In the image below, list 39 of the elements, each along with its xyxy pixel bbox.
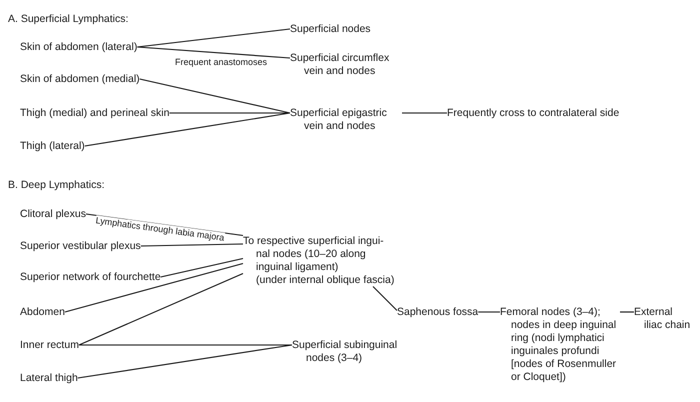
lymph-node-label: External iliac chain — [634, 306, 692, 332]
source-region-label: Skin of abdomen (lateral) — [20, 40, 138, 54]
lymph-node-label: Superficial circumflex vein and nodes — [290, 52, 402, 78]
connector-line — [140, 78, 290, 114]
anatomic-site-label: Saphenous fossa — [397, 306, 478, 318]
connector-line — [372, 286, 398, 311]
connector-line — [160, 258, 244, 278]
source-region-label: Thigh (medial) and perineal skin — [20, 106, 170, 120]
connector-line — [78, 344, 292, 346]
section-heading: B. Deep Lymphatics: — [8, 178, 104, 192]
location-note: (under internal oblique fascia) — [255, 274, 396, 286]
connector-line — [86, 213, 244, 236]
section-heading: A. Superficial Lymphatics: — [8, 12, 128, 26]
edge-label: Frequent anastomoses — [174, 57, 268, 67]
connector-line — [169, 112, 290, 114]
connector-line — [78, 344, 292, 379]
lymph-node-label: To respective superficial ingui-nal nodes (10–20 along inguinal ligament) — [243, 234, 385, 274]
connector-line — [137, 46, 290, 59]
lymph-node-label: Superficial nodes — [290, 22, 371, 36]
source-region-label: Thigh (lateral) — [20, 140, 85, 152]
connector-line — [137, 28, 290, 48]
connector-line — [402, 112, 447, 114]
lymph-node-label: Superficial subinguinal nodes (3–4) — [292, 338, 410, 364]
connector-line — [64, 262, 244, 313]
drainage-note: Frequently cross to contralateral side — [447, 106, 620, 120]
source-region-label: Abdomen — [20, 306, 65, 318]
source-region-label: Skin of abdomen (medial) — [20, 72, 140, 86]
source-region-label: Inner rectum — [20, 338, 79, 352]
source-region-label: Clitoral plexus — [20, 208, 86, 220]
lymph-node-label: Femoral nodes (3–4); nodes in deep inguinal ring (nodi lymphatici inguinales profundi [nodes of Rosenmuller or Cloquet]) — [500, 306, 620, 384]
connector-line — [84, 112, 290, 147]
connector-line — [140, 243, 244, 247]
source-region-label: Lateral thigh — [20, 372, 78, 384]
connector-line — [620, 311, 634, 313]
source-region-label: Superior network of fourchette — [20, 270, 161, 284]
connector-line — [78, 273, 244, 346]
lymph-node-label: Superficial epigastric vein and nodes — [290, 106, 402, 132]
edge-label: Lymphatics through labia majora — [95, 215, 225, 243]
connector-line — [478, 311, 500, 313]
